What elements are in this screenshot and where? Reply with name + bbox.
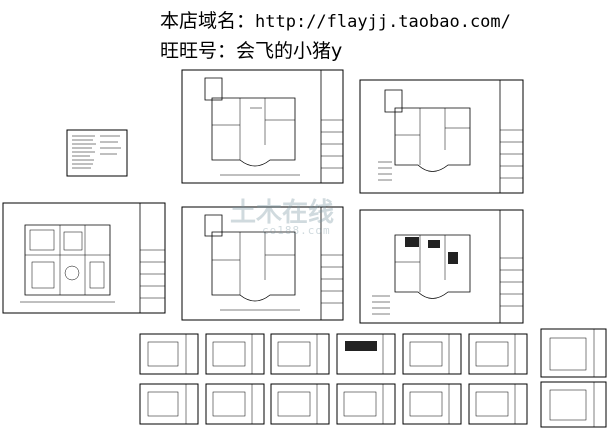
- floor-plan-sheet-1: [181, 69, 344, 184]
- elevation-sheets-row-1: [139, 328, 607, 378]
- furnished-plan-sheet: [2, 202, 166, 314]
- floor-plan-sheet-4: [359, 209, 524, 324]
- legend-sheet: [66, 129, 128, 177]
- watermark-logo: 土木在线: [230, 198, 335, 228]
- wangwang-label: 旺旺号：: [160, 40, 237, 62]
- floor-plan-sheet-3: [181, 206, 344, 321]
- wangwang-name: 会飞的小猪y: [236, 40, 343, 62]
- shop-domain-line: 本店域名：http://flayjj.taobao.com/: [160, 6, 511, 33]
- floor-plan-sheet-2: [359, 79, 524, 194]
- watermark-subtext: co188.com: [262, 224, 331, 237]
- shop-url-link[interactable]: http://flayjj.taobao.com/: [255, 12, 511, 32]
- shop-domain-label: 本店域名：: [160, 10, 256, 32]
- elevation-sheets-row-2: [139, 381, 607, 428]
- wangwang-line: 旺旺号：会飞的小猪y: [160, 36, 342, 63]
